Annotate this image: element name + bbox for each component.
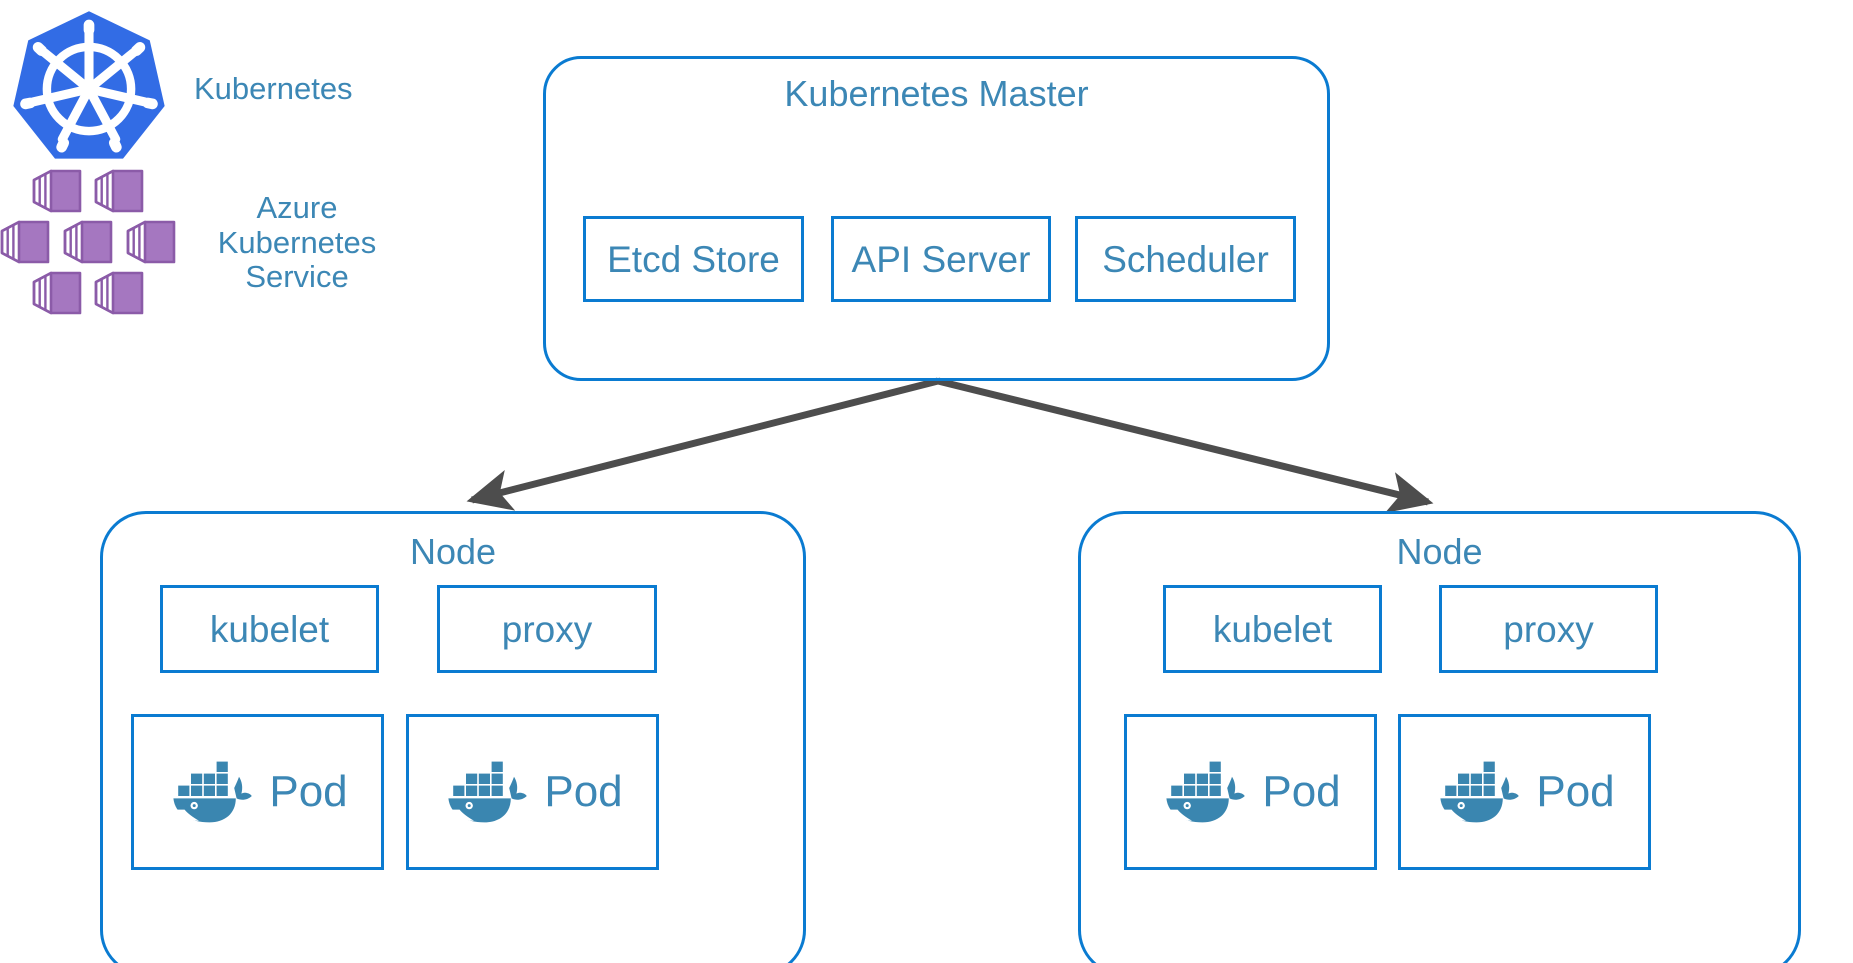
docker-whale-icon	[173, 761, 253, 823]
node-right-kubelet-box[interactable]: kubelet	[1163, 585, 1382, 673]
node-right-proxy-label: proxy	[1503, 608, 1594, 650]
scheduler-box[interactable]: Scheduler	[1075, 216, 1296, 302]
node-left-box: Node kubelet proxy	[100, 511, 806, 963]
connector-master-to-node-right	[937, 377, 1434, 513]
node-left-pod-1[interactable]: Pod	[131, 714, 384, 870]
legend-aks: Azure Kubernetes Service	[0, 168, 402, 318]
legend-kubernetes-label: Kubernetes	[194, 70, 353, 106]
node-left-pod-2-label: Pod	[544, 767, 623, 816]
kubernetes-master-title: Kubernetes Master	[784, 73, 1089, 114]
node-right-proxy-box[interactable]: proxy	[1439, 585, 1658, 673]
node-right-kubelet-label: kubelet	[1212, 608, 1333, 650]
docker-whale-icon	[1440, 761, 1520, 823]
node-right-pod-2-label: Pod	[1536, 767, 1615, 816]
node-left-kubelet-label: kubelet	[209, 608, 330, 650]
docker-whale-icon	[1166, 761, 1246, 823]
api-server-label: API Server	[851, 238, 1031, 280]
legend-kubernetes: Kubernetes	[8, 8, 353, 170]
api-server-box[interactable]: API Server	[831, 216, 1051, 302]
node-left-title: Node	[409, 531, 497, 572]
scheduler-label: Scheduler	[1102, 238, 1269, 280]
node-right-pod-1[interactable]: Pod	[1124, 714, 1377, 870]
node-left-pod-1-label: Pod	[269, 767, 348, 816]
kubernetes-master-box: Kubernetes Master Etcd Store API Server …	[543, 56, 1330, 381]
kubernetes-helm-wheel-icon	[13, 11, 165, 159]
connector-master-to-node-left	[466, 377, 939, 511]
node-right-pod-1-label: Pod	[1262, 767, 1341, 816]
node-left-pod-2[interactable]: Pod	[406, 714, 659, 870]
docker-whale-icon	[448, 761, 528, 823]
node-left-proxy-box[interactable]: proxy	[437, 585, 657, 673]
node-right-pod-2[interactable]: Pod	[1398, 714, 1651, 870]
legend-aks-label: Azure Kubernetes Service	[217, 189, 377, 295]
node-left-kubelet-box[interactable]: kubelet	[160, 585, 379, 673]
etcd-store-label: Etcd Store	[607, 238, 780, 280]
node-left-proxy-label: proxy	[501, 608, 593, 650]
etcd-store-box[interactable]: Etcd Store	[583, 216, 804, 302]
node-right-title: Node	[1396, 531, 1483, 572]
node-right-box: Node kubelet proxy	[1078, 511, 1801, 963]
azure-kubernetes-service-icon	[0, 169, 176, 315]
